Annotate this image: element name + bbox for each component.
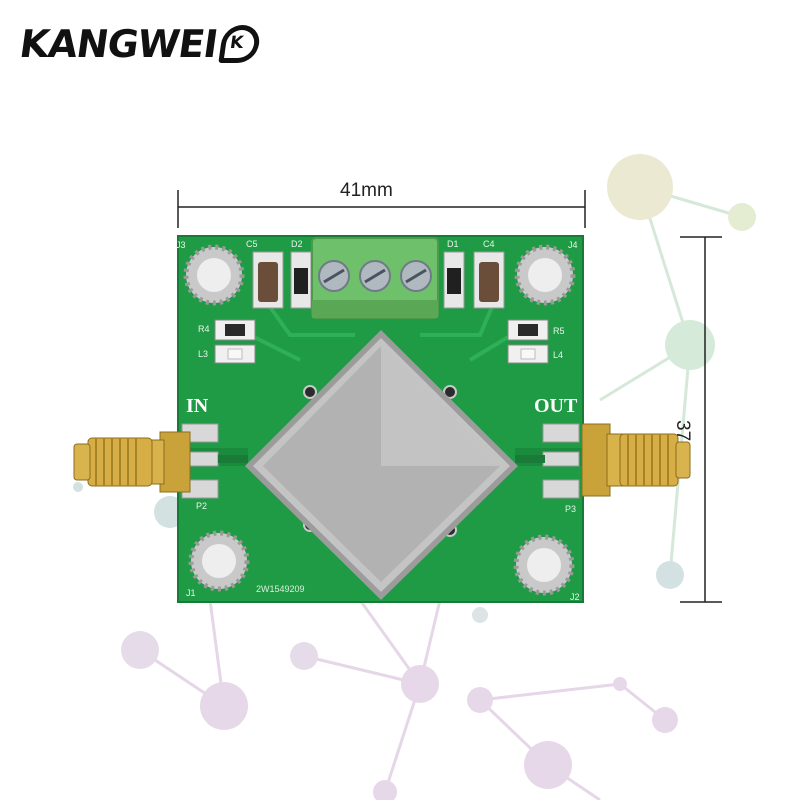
diode-d1 [443,251,465,309]
ref-c4: C4 [483,239,495,249]
ref-d2: D2 [291,239,303,249]
resistor-r5 [507,319,549,341]
width-dimension-label: 41mm [340,180,393,201]
diode-d2 [290,251,312,309]
molecule-node [472,607,488,623]
sma-connector-in [73,431,191,493]
ref-j2: J2 [570,592,580,602]
ref-c5: C5 [246,239,258,249]
mounting-hole-j2 [513,534,575,596]
port-out-label: OUT [534,395,578,417]
terminal-screw-icon [359,260,391,292]
ref-j3: J3 [176,240,186,250]
screw-terminal-block [311,237,439,319]
terminal-screw-icon [400,260,432,292]
molecule-node [121,631,159,669]
molecule-node [607,154,673,220]
resistor-r4 [214,319,256,341]
molecule-node [373,780,397,800]
molecule-node [200,682,248,730]
sma-connector-out [581,423,691,497]
mounting-hole-j3 [183,244,245,306]
ref-l3: L3 [198,349,208,359]
terminal-screw-icon [318,260,350,292]
molecule-node [656,561,684,589]
board-serial: 2W1549209 [256,584,305,594]
ref-r5: R5 [553,326,565,336]
molecule-node [652,707,678,733]
molecule-node [73,482,83,492]
molecule-node [290,642,318,670]
capacitor-c5 [252,251,284,309]
molecule-node [524,741,572,789]
ref-p3: P3 [565,504,576,514]
molecule-node [665,320,715,370]
rf-shield-can [245,330,518,600]
inductor-l4 [507,344,549,364]
molecule-node [467,687,493,713]
ref-d1: D1 [447,239,459,249]
port-in-label: IN [186,395,209,417]
molecule-node [401,665,439,703]
ref-p2: P2 [196,501,207,511]
mounting-hole-j1 [188,530,250,592]
mounting-hole-j4 [514,244,576,306]
ref-j4: J4 [568,240,578,250]
capacitor-c4 [473,251,505,309]
ref-r4: R4 [198,324,210,334]
molecule-node [613,677,627,691]
molecule-node [728,203,756,231]
ref-l4: L4 [553,350,563,360]
inductor-l3 [214,344,256,364]
ref-j1: J1 [186,588,196,598]
